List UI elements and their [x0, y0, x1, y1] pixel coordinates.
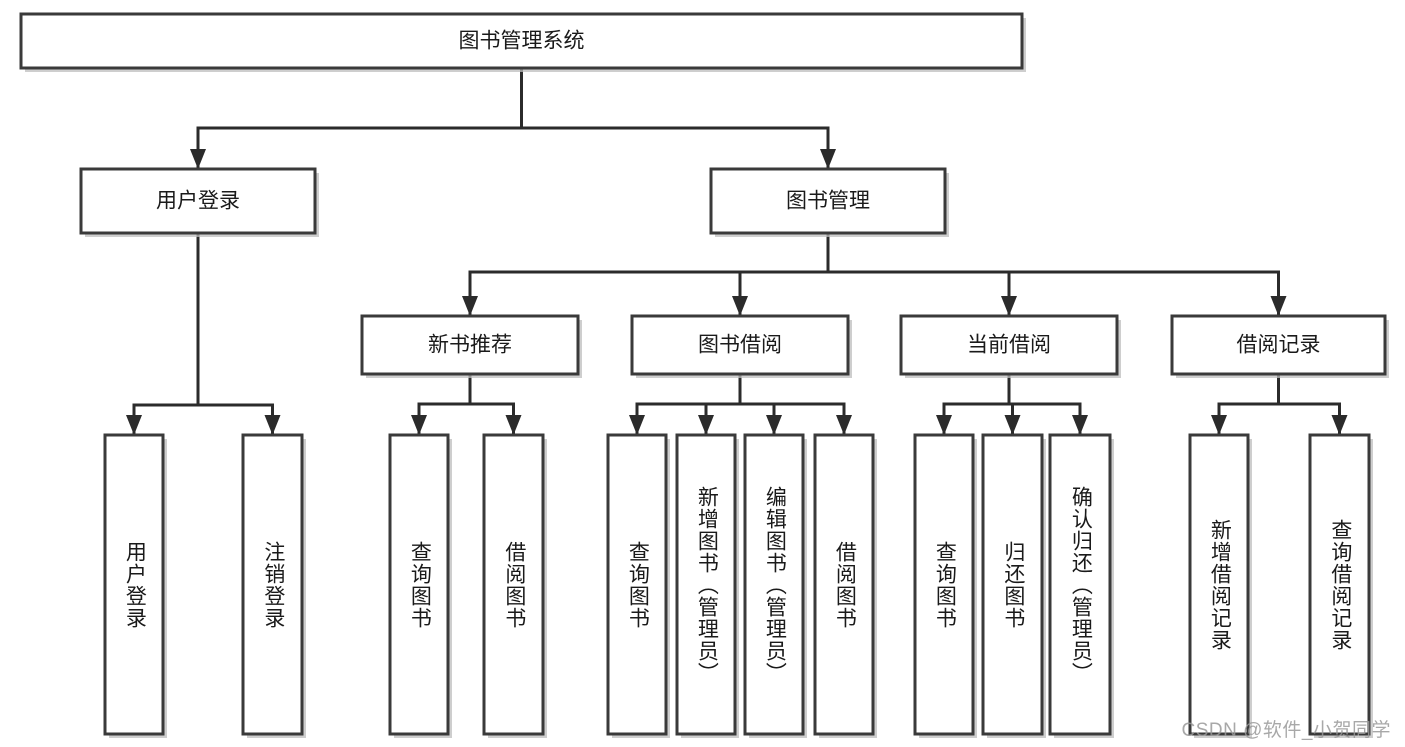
node-new-book-rec[interactable] — [360, 314, 580, 376]
node-book-manage-label: 图书管理 — [786, 190, 870, 213]
node-leaf-user-login[interactable] — [103, 433, 165, 736]
arrow-head-icon — [411, 415, 427, 435]
node-leaf-add-record[interactable] — [1188, 433, 1250, 736]
arrow-head-icon — [629, 415, 645, 435]
arrow-head-icon — [936, 415, 952, 435]
node-book-borrow[interactable] — [630, 314, 850, 376]
node-leaf-query-record[interactable] — [1308, 433, 1371, 736]
node-leaf-confirm-return[interactable] — [1048, 433, 1112, 736]
arrow-head-icon — [1072, 415, 1088, 435]
arrow-head-icon — [1270, 296, 1287, 316]
node-current-borrow[interactable] — [899, 314, 1119, 376]
arrow-head-icon — [190, 149, 206, 169]
node-leaf-return-book[interactable] — [981, 433, 1044, 736]
arrow-head-icon — [1001, 296, 1017, 316]
node-leaf-edit-book[interactable] — [743, 433, 805, 736]
arrow-head-icon — [766, 415, 782, 435]
node-borrow-record[interactable] — [1170, 314, 1387, 376]
arrow-head-icon — [126, 415, 142, 435]
node-root[interactable] — [19, 12, 1024, 70]
node-leaf-add-book[interactable] — [675, 433, 737, 736]
node-leaf-logout[interactable] — [241, 433, 304, 736]
node-current-borrow-label: 当前借阅 — [967, 334, 1051, 357]
node-root-label: 图书管理系统 — [459, 30, 585, 53]
arrow-head-icon — [820, 149, 836, 169]
arrow-head-icon — [264, 415, 281, 435]
node-leaf-borrow-book[interactable] — [813, 433, 875, 736]
arrow-head-icon — [1004, 415, 1021, 435]
node-book-borrow-label: 图书借阅 — [698, 334, 782, 357]
node-leaf-query-book-borrow[interactable] — [606, 433, 668, 736]
arrow-head-icon — [836, 415, 852, 435]
arrow-head-icon — [698, 415, 714, 435]
node-leaf-query-book-rec[interactable] — [388, 433, 450, 736]
node-new-book-rec-label: 新书推荐 — [428, 334, 512, 357]
node-user-login-label: 用户登录 — [156, 190, 240, 213]
arrow-head-icon — [732, 296, 748, 316]
arrow-head-icon — [1211, 415, 1227, 435]
arrow-head-icon — [505, 415, 522, 435]
csdn-watermark: CSDN @软件_小贺同学 — [1181, 720, 1391, 741]
node-leaf-query-book-cur[interactable] — [913, 433, 975, 736]
connectors-layer — [126, 66, 1348, 437]
boxes-layer — [19, 12, 1389, 738]
arrow-head-icon — [1331, 415, 1348, 435]
node-leaf-borrow-book-rec[interactable] — [482, 433, 545, 736]
arrow-head-icon — [462, 296, 478, 316]
node-user-login[interactable] — [79, 167, 317, 235]
node-borrow-record-label: 借阅记录 — [1237, 334, 1321, 357]
node-book-manage[interactable] — [709, 167, 947, 235]
